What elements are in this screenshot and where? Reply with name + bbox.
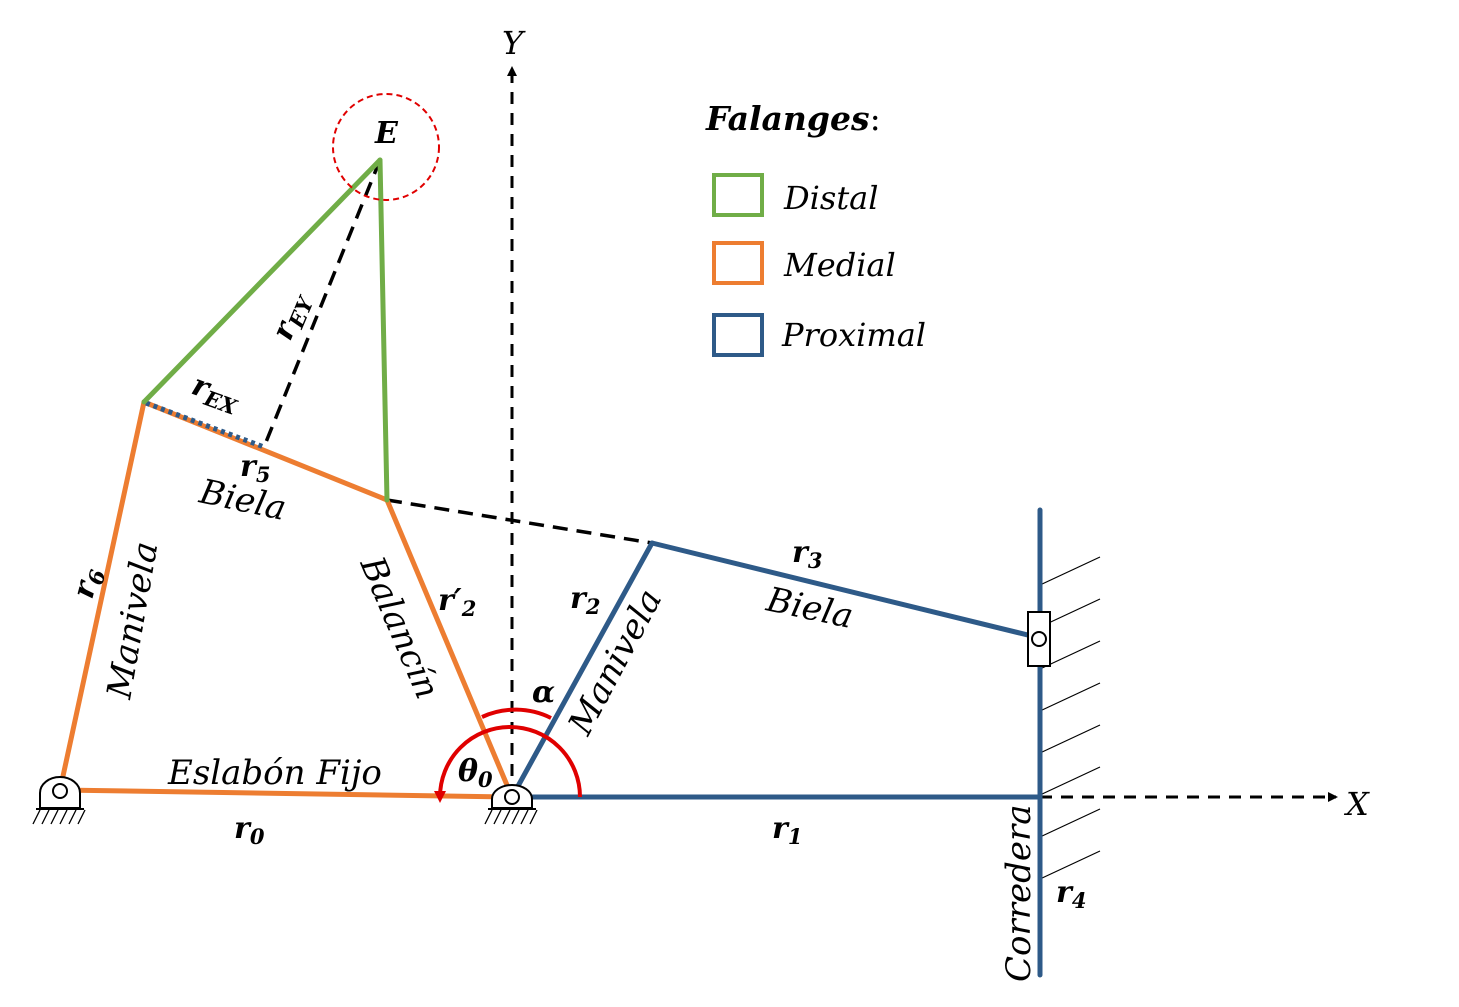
slider-pin [1031,631,1047,647]
dotted-r-ex [145,400,265,450]
ground-support-left [32,776,86,825]
link-r3 [649,540,1043,641]
alpha-label: α [532,675,555,710]
link-r6 [57,399,147,793]
legend-swatch-medial [712,241,764,285]
label-r-ey: rEY [265,287,319,347]
label-r3: r3 [792,535,822,573]
legend-title: Falanges: [705,99,881,138]
theta0-label: θ0 [458,754,493,792]
ground-support-origin [484,784,538,825]
theta0-arc [434,725,582,803]
link-r2 [509,540,655,800]
y-axis-label: Y [502,24,526,62]
label-r-ex: rEX [186,368,245,420]
legend-swatch-distal [712,173,764,217]
slider-wall-hatch [1039,556,1101,880]
label-r1: r1 [772,811,802,849]
legend: Falanges: Distal Medial Proximal [705,99,926,357]
legend-label-proximal: Proximal [781,316,926,354]
dashed-link-coupler [386,498,653,545]
label-r2: r2 [570,581,600,619]
name-balancin: Balancín [351,550,447,705]
label-r6: r6 [66,563,111,603]
dashed-r-ey [262,159,382,448]
x-axis-label: X [1343,785,1370,823]
label-r4: r4 [1056,875,1086,913]
name-eslabon-fijo: Eslabón Fijo [167,753,382,793]
alpha-arc [481,707,552,720]
distal-links [141,157,390,503]
name-biela-medial: Biela [195,471,290,528]
label-r5: r5 [240,449,270,487]
legend-swatch-proximal [712,313,764,357]
name-corredera: Corredera [999,804,1039,982]
label-r0: r0 [234,811,265,849]
proximal-links [509,507,1043,978]
point-e-label: E [374,116,399,151]
label-r2-prime: r′2 [438,583,476,621]
link-r2-prime [384,497,515,800]
point-e-circle [332,93,440,201]
legend-label-medial: Medial [783,246,896,284]
legend-label-distal: Distal [783,179,878,217]
